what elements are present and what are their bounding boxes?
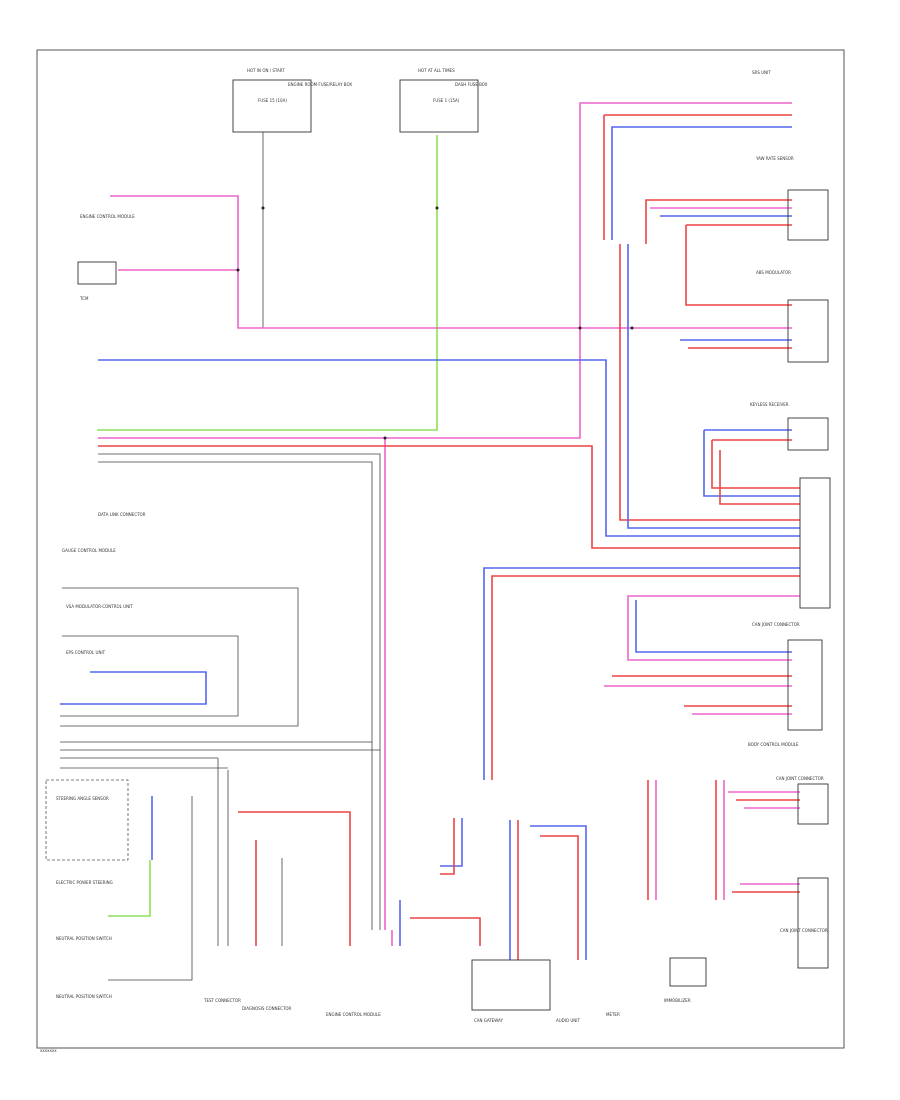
diagram-label: GAUGE CONTROL MODULE	[62, 548, 116, 553]
diagram-label: VSA MODULATOR-CONTROL UNIT	[66, 604, 133, 609]
diagram-label: SRS UNIT	[752, 70, 771, 75]
diagram-label: ENGINE ROOM FUSE/RELAY BOX	[288, 82, 352, 87]
diagram-label: DATA LINK CONNECTOR	[98, 512, 146, 517]
diagram-label: AUDIO UNIT	[556, 1018, 580, 1023]
diagram-label: TEST CONNECTOR	[203, 998, 241, 1003]
diagram-label: YAW RATE SENSOR	[755, 156, 794, 161]
diagram-label: ENGINE CONTROL MODULE	[80, 214, 135, 219]
diagram-label: KEYLESS RECEIVER	[750, 402, 789, 407]
diagram-label: TCM	[79, 296, 89, 301]
diagram-label: BODY CONTROL MODULE	[748, 742, 799, 747]
diagram-label: METER	[606, 1012, 620, 1017]
diagram-label: DIAGNOSIS CONNECTOR	[242, 1006, 292, 1011]
diagram-label: ENGINE CONTROL MODULE	[326, 1012, 381, 1017]
fuse-box-left: HOT IN ON / START ENGINE ROOM FUSE/RELAY…	[232, 68, 352, 328]
footer-code: xxxxxxx	[40, 1048, 57, 1053]
immobilizer-box	[669, 957, 707, 987]
diagram-label: EPS CONTROL UNIT	[66, 650, 106, 655]
fuse-box-right: HOT AT ALL TIMES DASH FUSE BOX FUSE 1 (1…	[399, 68, 488, 133]
joint-box-1	[799, 477, 831, 609]
diagram-border	[36, 49, 845, 1049]
diagram-label: ABS MODULATOR	[756, 270, 791, 275]
joint-box-3	[797, 783, 829, 825]
diagram-label: NEUTRAL POSITION SWITCH	[56, 994, 112, 999]
yaw-box	[787, 189, 829, 241]
diagram-label: NEUTRAL POSITION SWITCH	[56, 936, 112, 941]
joint-box-2	[787, 639, 823, 731]
diagram-label: CAN JOINT CONNECTOR	[752, 622, 800, 627]
diagram-label: HOT IN ON / START	[247, 68, 285, 73]
diagram-label: FUSE 15 (10A)	[258, 98, 287, 103]
abs-box	[787, 299, 829, 363]
diagram-label: CAN JOINT CONNECTOR	[780, 928, 828, 933]
joint-box-4	[797, 877, 829, 969]
diagram-label: ELECTRIC POWER STEERING	[56, 880, 113, 885]
can-gateway-box	[471, 959, 551, 1011]
diagram-label: FUSE 1 (15A)	[433, 98, 460, 103]
keyless-box	[787, 417, 829, 451]
diagram-label: CAN GATEWAY	[474, 1018, 503, 1023]
ecm-box	[77, 261, 117, 285]
diagram-label: DASH FUSE BOX	[455, 82, 488, 87]
diagram-label: CAN JOINT CONNECTOR	[776, 776, 824, 781]
diagram-label: STEERING ANGLE SENSOR	[56, 796, 109, 801]
diagram-label: HOT AT ALL TIMES	[418, 68, 455, 73]
diagram-label: IMMOBILIZER	[664, 998, 691, 1003]
